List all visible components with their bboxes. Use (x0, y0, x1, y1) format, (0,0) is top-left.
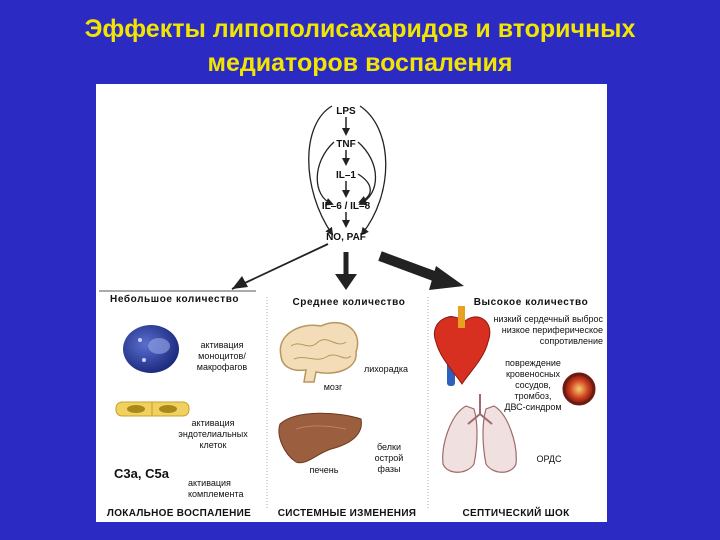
fever-label: лихорадка (363, 364, 409, 374)
monocyte-image (123, 325, 179, 373)
ards-label: ОРДС (536, 454, 562, 464)
cardiac-output-label: низкий сердечный выброс низкое периферич… (493, 314, 603, 346)
medium-amount-heading: Среднее количество (292, 297, 406, 308)
branch-arrows (231, 243, 464, 290)
diagram-artwork (99, 105, 596, 509)
no-paf-label: NO, PAF (326, 232, 366, 243)
brain-image (279, 321, 359, 383)
diagram-panel: LPS TNF IL–1 IL–6 / IL–8 NO, PAF Небольш… (96, 84, 607, 522)
slide-title: Эффекты липополисахаридов и вторичных ме… (0, 12, 720, 80)
local-inflammation-footer: ЛОКАЛЬНОЕ ВОСПАЛЕНИЕ (106, 508, 252, 519)
arrow-high-amount (378, 251, 444, 284)
brain-label: мозг (323, 382, 343, 392)
slide-title-line-2: медиаторов воспаления (207, 49, 513, 77)
c3a-c5a-label: C3a, C5a (114, 466, 169, 481)
small-amount-heading: Небольшое количество (110, 294, 240, 305)
liver-label: печень (309, 465, 339, 475)
il6-il8-label: IL–6 / IL–8 (321, 201, 371, 212)
vessel-image (562, 372, 596, 406)
systemic-changes-footer: СИСТЕМНЫЕ ИЗМЕНЕНИЯ (277, 508, 417, 519)
tnf-label: TNF (336, 139, 356, 150)
heart-image (433, 306, 491, 386)
complement-label: активация комплемента (188, 478, 244, 499)
liver-image (278, 412, 362, 464)
endothelial-cells-image (115, 401, 190, 417)
septic-shock-footer: СЕПТИЧЕСКИЙ ШОК (462, 508, 570, 519)
endothelial-label: активация эндотелиальных клеток (178, 418, 248, 450)
high-amount-heading: Высокое количество (473, 297, 589, 308)
lps-label: LPS (336, 106, 356, 117)
feedback-loops (308, 105, 387, 236)
acute-phase-label: белки острой фазы (374, 442, 404, 474)
monocyte-label: активация моноцитов/ макрофагов (196, 340, 248, 372)
slide-title-line-1: Эффекты липополисахаридов и вторичных (84, 15, 636, 43)
vessel-damage-label: повреждение кровеносных сосудов, тромбоз… (504, 358, 562, 412)
lungs-image (442, 394, 517, 473)
arrow-small-amount (231, 243, 329, 290)
il1-label: IL–1 (335, 170, 356, 181)
